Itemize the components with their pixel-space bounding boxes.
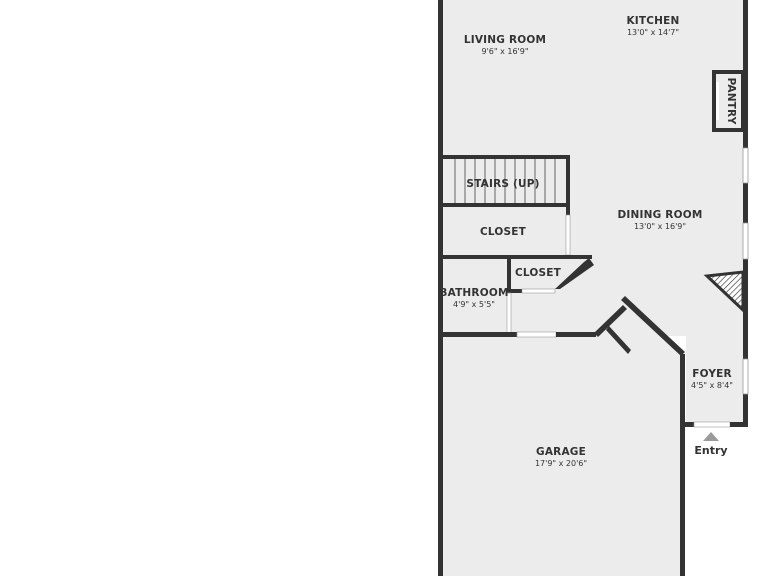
entry-door: [693, 421, 731, 428]
stair-treads: [454, 159, 556, 203]
bathroom-dimensions: 4'9" x 5'5": [453, 300, 495, 309]
closet1-right-wall-top: [566, 207, 570, 215]
right-window-1: [742, 147, 749, 184]
right-wall-mid: [743, 183, 748, 223]
entry-label: Entry: [694, 444, 727, 457]
garage-door-opening: [516, 331, 557, 338]
bath-closet-divider: [507, 259, 511, 293]
kitchen-dimensions: 13'0" x 14'7": [627, 28, 679, 37]
stairs-label: STAIRS (UP): [466, 178, 539, 190]
garage-label: GARAGE: [536, 446, 586, 458]
right-wall-upper: [743, 0, 748, 148]
foyer-floor: [686, 336, 744, 424]
closet-2-label: CLOSET: [515, 267, 562, 279]
foyer-label: FOYER: [692, 368, 732, 380]
stairs-bottom-wall: [442, 203, 570, 207]
dining-room-label: DINING ROOM: [618, 209, 703, 221]
floor-fills: [442, 0, 744, 576]
closet1-door: [565, 214, 571, 256]
upper-floor-area: [442, 0, 744, 336]
right-window-2: [742, 222, 749, 260]
bathroom-bottom-wall-right: [556, 332, 596, 337]
living-room-dimensions: 9'6" x 16'9": [481, 47, 528, 56]
closet2-bottom-left: [507, 289, 522, 293]
bathroom-bottom-wall-left: [442, 332, 517, 337]
left-exterior-wall: [438, 0, 443, 576]
right-wall-lower: [743, 259, 748, 359]
closet1-bottom-wall: [442, 255, 592, 259]
dining-room-dimensions: 13'0" x 16'9": [634, 222, 686, 231]
garage-angled-stub: [606, 326, 631, 354]
right-window-3: [742, 358, 749, 395]
closet2-top-corner: [580, 255, 592, 259]
garage-floor: [442, 304, 682, 576]
entry-arrow-icon: [703, 432, 719, 441]
right-wall-foyer: [743, 394, 748, 426]
living-room-label: LIVING ROOM: [464, 34, 546, 46]
garage-angled-wall-1: [594, 305, 627, 337]
closet2-angled-wall: [555, 258, 594, 289]
walls: [438, 0, 749, 576]
pantry-label: PANTRY: [725, 77, 737, 124]
garage-angled-wall-2: [621, 296, 685, 356]
foyer-dimensions: 4'5" x 8'4": [691, 381, 733, 390]
fireplace: [703, 270, 745, 314]
kitchen-label: KITCHEN: [626, 15, 679, 27]
stairs-top-wall: [442, 155, 570, 159]
bathroom-label: BATHROOM: [439, 287, 508, 299]
stairs-right-wall: [566, 155, 570, 205]
foyer-bottom-wall-left: [682, 422, 694, 427]
bathroom-door: [506, 292, 512, 334]
garage-right-wall: [680, 354, 685, 576]
pantry-door: [716, 82, 719, 120]
closet2-door: [521, 288, 556, 294]
foyer-bottom-wall-right: [730, 422, 748, 427]
closet-1-label: CLOSET: [480, 226, 527, 238]
garage-dimensions: 17'9" x 20'6": [535, 459, 587, 468]
